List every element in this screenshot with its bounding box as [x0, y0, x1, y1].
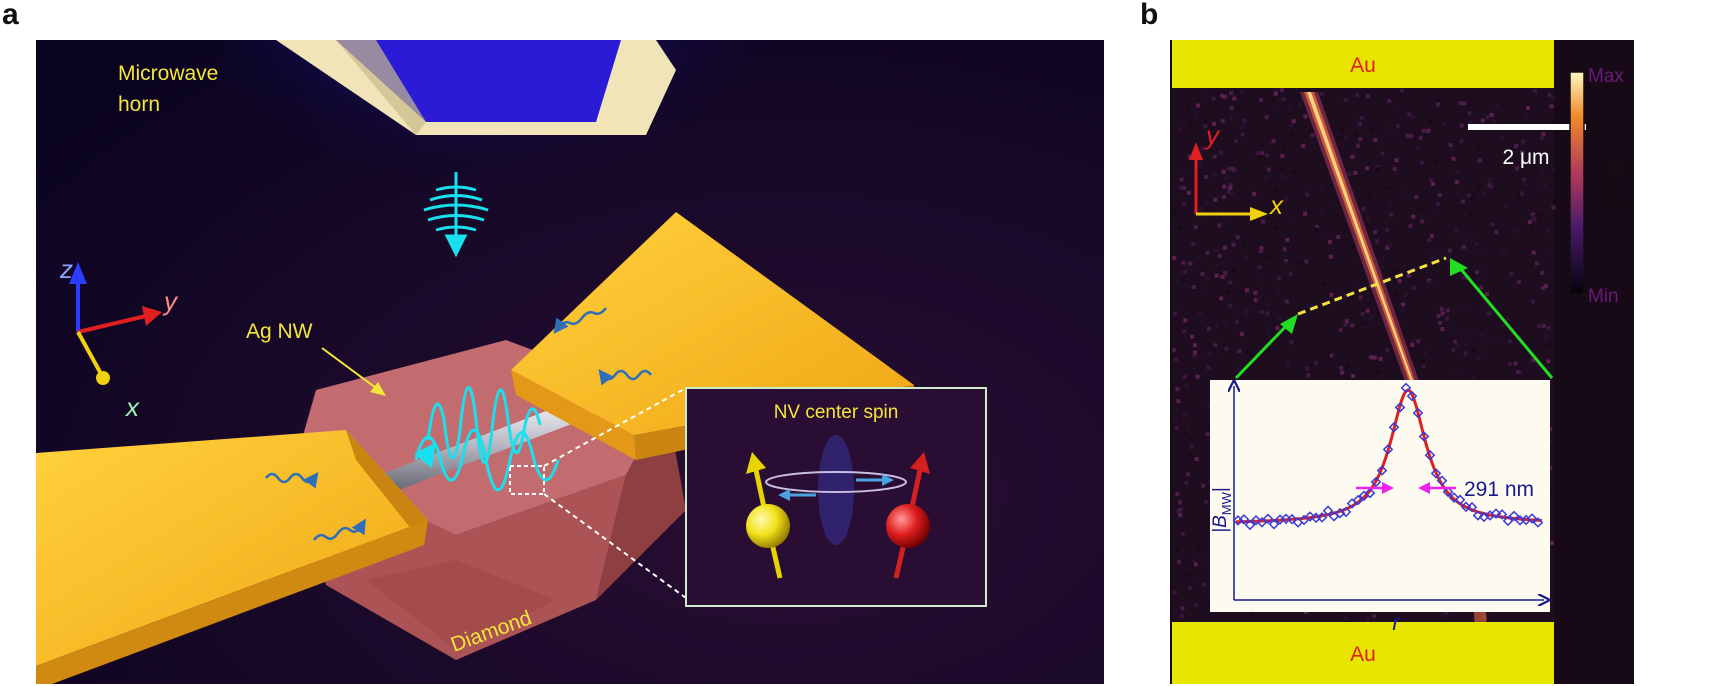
profile-data-marker: [1316, 512, 1328, 523]
horn-label-line2: horn: [118, 93, 160, 116]
scale-bar-label: 2 μm: [1502, 146, 1549, 169]
profile-inset: 291 nm r |BMW|: [1210, 380, 1550, 635]
panel-label-a: a: [2, 0, 19, 31]
profile-data-marker: [1424, 449, 1436, 461]
profile-data-marker: [1502, 515, 1514, 527]
fwhm-arrows: [1356, 482, 1456, 494]
profile-data-marker: [1244, 519, 1256, 531]
au-pad-top-label: Au: [1350, 54, 1376, 77]
gold-electrode-left: [36, 430, 428, 684]
profile-data-marker: [1280, 513, 1292, 525]
profile-data-markers: [1232, 382, 1544, 531]
map-axis-y-label: y: [1204, 120, 1221, 150]
inset-x-axis-label: r: [1392, 610, 1401, 635]
profile-data-marker: [1442, 486, 1454, 498]
axis-x-label: x: [124, 392, 140, 422]
profile-data-marker: [1388, 421, 1400, 433]
profile-data-marker: [1514, 514, 1526, 526]
fwhm-label: 291 nm: [1464, 478, 1534, 501]
au-pad-top: [1172, 40, 1554, 88]
panel-b-magnetic-map: Au Au 2 μm y x 291 nm r |BMW|: [1170, 40, 1634, 684]
profile-data-marker: [1460, 501, 1472, 513]
profile-data-marker: [1352, 494, 1364, 506]
profile-data-marker: [1268, 518, 1280, 530]
profile-data-marker: [1394, 402, 1406, 413]
profile-data-marker: [1340, 506, 1352, 518]
inset-y-label-main: |B: [1210, 515, 1231, 533]
profile-data-marker: [1238, 514, 1250, 525]
inset-y-label-sub: MW: [1219, 491, 1234, 515]
profile-data-marker: [1262, 513, 1274, 525]
incident-wave-arrows: [265, 307, 652, 541]
inset-y-label-end: |: [1210, 487, 1231, 492]
profile-data-marker: [1370, 476, 1382, 488]
profile-data-marker: [1400, 382, 1412, 394]
map-axes-icon: [1189, 142, 1268, 221]
map-axis-x-label: x: [1268, 190, 1284, 220]
profile-data-marker: [1406, 390, 1418, 402]
profile-data-marker: [1454, 494, 1466, 506]
panel-a-schematic: z y x Microwave horn Ag NW Diamond NV ce…: [36, 40, 1104, 684]
profile-data-marker: [1376, 465, 1388, 476]
colorbar-title-sub: MW: [1600, 177, 1615, 201]
colorbar-min-label: Min: [1588, 286, 1619, 307]
svg-text:|BMW|: |BMW|: [1600, 159, 1624, 205]
profile-data-marker: [1412, 407, 1424, 419]
colorbar-title-main: |B: [1603, 159, 1624, 177]
axis-z-label: z: [59, 254, 73, 284]
profile-data-marker: [1382, 444, 1394, 455]
colorbar-max-label: Max: [1588, 66, 1624, 87]
profile-data-marker: [1526, 513, 1538, 524]
panel-label-b: b: [1140, 0, 1159, 31]
profile-data-marker: [1430, 468, 1442, 479]
plasmon-wave-packet: [414, 385, 560, 492]
profile-data-marker: [1496, 509, 1508, 520]
microwave-horn: [276, 40, 676, 135]
svg-text:|BMW|: |BMW|: [1210, 487, 1234, 533]
nv-inset-title: NV center spin: [774, 402, 899, 423]
zoom-region-box: [509, 465, 545, 495]
profile-line: [1297, 256, 1447, 316]
profile-data-marker: [1310, 512, 1322, 524]
colorbar-title-end: |: [1603, 200, 1624, 205]
au-pad-bottom-label: Au: [1350, 643, 1376, 666]
profile-pointer-arrows: [1234, 258, 1554, 380]
zoom-connector-lines: [543, 387, 687, 599]
scale-bar: [1468, 124, 1586, 130]
axes-icon: [69, 262, 162, 385]
au-pad-bottom: [1172, 622, 1554, 684]
profile-data-marker: [1322, 505, 1334, 517]
nv-center-inset: [685, 387, 987, 607]
profile-data-marker: [1436, 475, 1448, 487]
profile-data-marker: [1508, 510, 1520, 522]
nanowire-pointer: [321, 347, 386, 396]
microwave-wave-icon: [423, 172, 489, 258]
nanowire-label: Ag NW: [246, 320, 313, 343]
profile-data-marker: [1364, 487, 1376, 499]
horn-label-line1: Microwave: [118, 62, 218, 85]
profile-data-marker: [1418, 431, 1430, 442]
colorbar: [1569, 71, 1585, 295]
axis-y-label: y: [162, 286, 179, 316]
silver-nanowire: [366, 392, 608, 498]
profile-data-marker: [1466, 501, 1478, 513]
profile-data-marker: [1532, 517, 1544, 528]
